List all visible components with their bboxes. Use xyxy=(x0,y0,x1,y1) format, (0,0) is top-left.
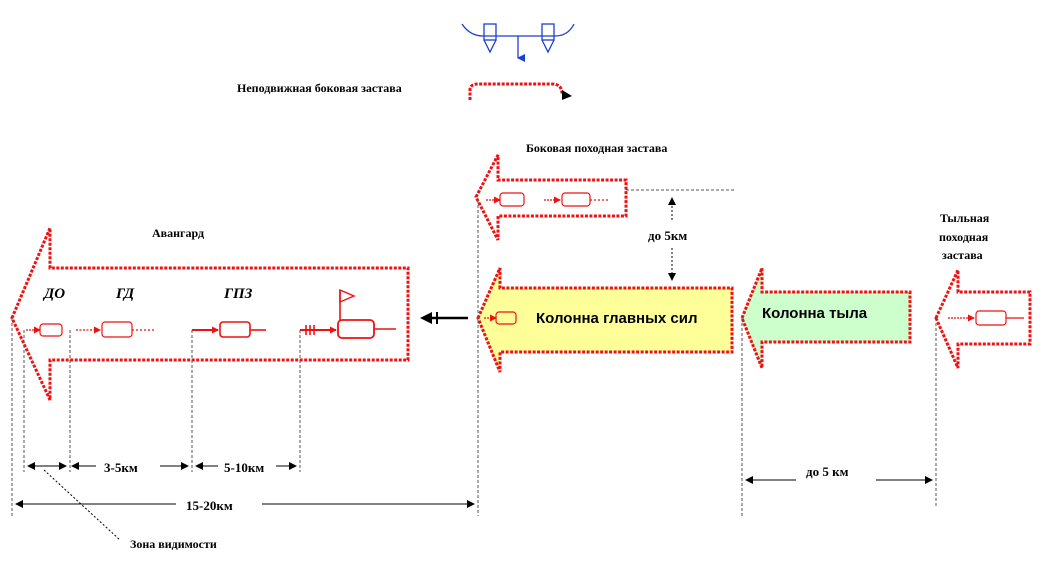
fixed-post-icon xyxy=(461,23,575,62)
vanguard-arrow xyxy=(10,227,410,401)
rear-distance-label: до 5 км xyxy=(806,464,849,479)
rear-march-guard-label-2: походная xyxy=(939,230,989,244)
side-distance-label: до 5км xyxy=(648,228,687,243)
visibility-zone-label: Зона видимости xyxy=(130,537,217,551)
vanguard-units xyxy=(26,288,396,339)
fixed-side-guard-label: Неподвижная боковая застава xyxy=(237,81,402,95)
distance-3-5-label: 3-5км xyxy=(104,460,138,475)
rear-column-arrow xyxy=(740,267,912,369)
distance-5-10-label: 5-10км xyxy=(224,460,264,475)
guide-lines xyxy=(11,200,937,516)
side-march-guard-arrow xyxy=(474,154,628,241)
rear-guard-unit xyxy=(948,310,1024,326)
fixed-side-guard-arrow xyxy=(468,82,567,100)
side-march-guard-label: Боковая походная застава xyxy=(526,141,667,155)
gd-label: ГД xyxy=(115,286,135,302)
main-forces-arrow xyxy=(476,267,734,373)
rear-march-guard-label-3: застава xyxy=(942,248,983,262)
side-guard-units xyxy=(486,192,608,207)
movement-direction-arrow xyxy=(420,312,468,324)
vanguard-label: Авангард xyxy=(152,226,204,240)
side-distance-dimension xyxy=(626,189,734,281)
rear-march-guard-arrow xyxy=(934,269,1032,369)
fixed-side-guard-arrowhead xyxy=(562,90,572,100)
gpz-label: ГПЗ xyxy=(223,286,253,302)
do-label: ДО xyxy=(42,286,65,302)
distance-dimensions xyxy=(15,462,933,541)
main-forces-unit xyxy=(484,311,517,325)
main-forces-label: Колонна главных сил xyxy=(536,310,698,327)
distance-15-20-label: 15-20км xyxy=(186,498,233,513)
rear-march-guard-label-1: Тыльная xyxy=(940,211,990,225)
rear-column-label: Колонна тыла xyxy=(762,305,868,322)
